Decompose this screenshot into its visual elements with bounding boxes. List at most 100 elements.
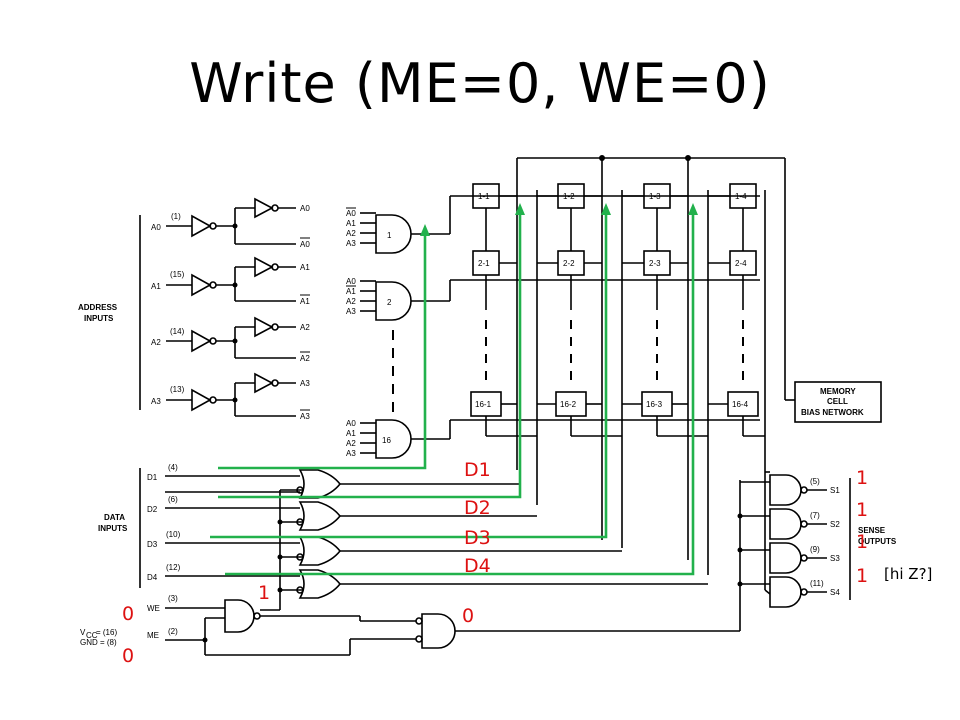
- svg-text:BIAS NETWORK: BIAS NETWORK: [801, 408, 864, 417]
- svg-text:A2: A2: [346, 297, 356, 306]
- svg-text:(7): (7): [810, 511, 820, 520]
- svg-text:D3: D3: [147, 540, 158, 549]
- value-write-enable: 0: [462, 605, 474, 627]
- svg-text:(1): (1): [171, 212, 181, 221]
- svg-text:SENSE: SENSE: [858, 526, 886, 535]
- svg-text:A1: A1: [300, 297, 310, 306]
- svg-text:= (16): = (16): [96, 628, 117, 637]
- svg-text:A2: A2: [346, 229, 356, 238]
- svg-text:16-2: 16-2: [560, 400, 577, 409]
- address-label-1: ADDRESS: [78, 303, 118, 312]
- svg-text:A1: A1: [300, 263, 310, 272]
- svg-text:(2): (2): [168, 627, 178, 636]
- slide-title: Write (ME=0, WE=0): [189, 52, 771, 115]
- value-we: 0: [122, 603, 134, 625]
- svg-text:DATA: DATA: [104, 513, 125, 522]
- decoder-gate-1: A0 A1 A2 A3 1: [346, 195, 760, 254]
- address-row-a1: A1 (15) A1 A1: [151, 256, 310, 306]
- and-gate-me: [421, 613, 456, 649]
- svg-text:A1: A1: [346, 429, 356, 438]
- svg-text:A0: A0: [300, 204, 310, 213]
- svg-text:MEMORY: MEMORY: [820, 387, 856, 396]
- svg-text:WE: WE: [147, 604, 160, 613]
- svg-text:(5): (5): [810, 477, 820, 486]
- svg-text:1-3: 1-3: [649, 192, 661, 201]
- or-gate-d2: [298, 501, 342, 531]
- svg-text:(13): (13): [170, 385, 185, 394]
- control-logic: WE (3) ME (2) V CC = (16) GND = (8): [80, 480, 741, 656]
- svg-text:V: V: [80, 628, 86, 637]
- decoder-gate-16: A0 A1 A2 A3 16: [346, 419, 760, 459]
- svg-text:1-4: 1-4: [735, 192, 747, 201]
- or-gate-d3: [298, 536, 342, 566]
- svg-text:A1: A1: [151, 282, 161, 291]
- hi-z-note: [hi Z?]: [884, 565, 932, 583]
- inverter-a2: [254, 316, 274, 338]
- svg-text:(12): (12): [166, 563, 181, 572]
- svg-text:OUTPUTS: OUTPUTS: [858, 537, 897, 546]
- svg-text:16: 16: [382, 436, 391, 445]
- svg-text:A0: A0: [346, 277, 356, 286]
- label-d1: D1: [464, 459, 491, 481]
- svg-text:16-4: 16-4: [732, 400, 749, 409]
- svg-text:2-1: 2-1: [478, 259, 490, 268]
- svg-text:A0: A0: [346, 419, 356, 428]
- write-highlight-paths: [210, 203, 698, 576]
- value-me: 0: [122, 645, 134, 667]
- value-s2: 1: [856, 499, 868, 521]
- address-row-a0: A0 (1) A0 A0: [151, 197, 310, 249]
- svg-text:A2: A2: [346, 439, 356, 448]
- label-d3: D3: [464, 527, 491, 549]
- bias-network: MEMORY CELL BIAS NETWORK: [785, 381, 882, 423]
- address-row-a3: A3 (13) A3 A3: [151, 372, 310, 421]
- svg-text:INPUTS: INPUTS: [98, 524, 128, 533]
- svg-text:A1: A1: [346, 287, 356, 296]
- svg-text:D1: D1: [147, 473, 158, 482]
- svg-text:A2: A2: [300, 323, 310, 332]
- svg-text:A3: A3: [346, 239, 356, 248]
- nand-s4: [769, 576, 802, 608]
- and-gate-we: [224, 599, 255, 633]
- svg-text:S4: S4: [830, 588, 840, 597]
- svg-text:A1: A1: [346, 219, 356, 228]
- svg-text:A2: A2: [151, 338, 161, 347]
- svg-text:(6): (6): [168, 495, 178, 504]
- svg-text:A2: A2: [300, 354, 310, 363]
- svg-text:2-3: 2-3: [649, 259, 661, 268]
- cell-links: [485, 195, 765, 437]
- svg-text:(4): (4): [168, 463, 178, 472]
- svg-text:A3: A3: [300, 412, 310, 421]
- svg-text:A3: A3: [300, 379, 310, 388]
- svg-text:16-3: 16-3: [646, 400, 663, 409]
- svg-text:A3: A3: [346, 307, 356, 316]
- buffer-a2: [191, 329, 212, 353]
- svg-text:16-1: 16-1: [475, 400, 492, 409]
- svg-text:CC: CC: [86, 631, 98, 640]
- label-d4: D4: [464, 555, 491, 577]
- value-s1: 1: [856, 467, 868, 489]
- value-s3: 1: [856, 531, 868, 553]
- svg-text:1-1: 1-1: [478, 192, 490, 201]
- inverter-a3: [254, 372, 274, 394]
- svg-text:A0: A0: [346, 209, 356, 218]
- value-s4: 1: [856, 565, 868, 587]
- inverter-a1: [254, 256, 274, 278]
- svg-text:S2: S2: [830, 520, 840, 529]
- buffer-a3: [191, 388, 212, 412]
- data-row-d2: D2 (6): [147, 495, 537, 531]
- inverter-a0: [254, 197, 274, 219]
- svg-text:A3: A3: [346, 449, 356, 458]
- svg-text:2: 2: [387, 298, 392, 307]
- svg-text:CELL: CELL: [827, 397, 848, 406]
- svg-text:2-4: 2-4: [735, 259, 747, 268]
- svg-text:A0: A0: [300, 240, 310, 249]
- sense-block: (5) S1 (7) S2 (9) S3 (11) S4 SENSE OUTPU…: [737, 471, 897, 608]
- svg-text:(15): (15): [170, 270, 185, 279]
- data-row-d1: D1 (4): [147, 463, 520, 499]
- cell-ellipsis: [485, 320, 744, 380]
- nand-s2: [769, 508, 802, 540]
- data-row-d3: D3 (10): [147, 530, 622, 566]
- svg-text:A3: A3: [151, 397, 161, 406]
- svg-text:D2: D2: [147, 505, 158, 514]
